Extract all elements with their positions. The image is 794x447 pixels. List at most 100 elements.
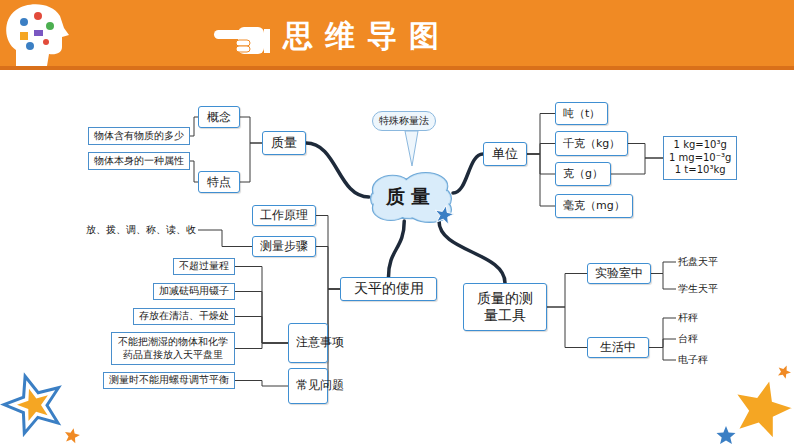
branch-line bbox=[547, 307, 587, 348]
star-shape bbox=[65, 428, 80, 443]
topic-box: 测量步骤 bbox=[252, 236, 316, 257]
node-text: 1 t=10³kg bbox=[675, 164, 726, 177]
node-text: 质量 bbox=[386, 185, 436, 209]
branch-line bbox=[190, 161, 198, 182]
head-dot bbox=[43, 39, 49, 45]
topic-box: 注意事项 bbox=[288, 323, 328, 363]
branch-line bbox=[328, 289, 340, 386]
branch-line bbox=[547, 274, 587, 308]
node-text: 单位 bbox=[492, 146, 518, 162]
topic-box: 生活中 bbox=[587, 337, 649, 358]
node-text: 工作原理 bbox=[260, 208, 308, 223]
tool-text: 电子秤 bbox=[676, 352, 710, 368]
branch-line bbox=[651, 262, 676, 274]
head-dot bbox=[34, 12, 42, 20]
branch-line bbox=[198, 230, 252, 247]
node-text: 毫克（mg） bbox=[563, 199, 625, 213]
node-text: 杆秤 bbox=[678, 312, 698, 325]
topic-box: 工作原理 bbox=[252, 205, 316, 226]
branch-line bbox=[240, 117, 262, 143]
branch-line bbox=[240, 143, 262, 182]
node-text: 电子秤 bbox=[678, 354, 708, 367]
unit-box: 克（g） bbox=[555, 162, 611, 186]
main-branch bbox=[439, 221, 505, 283]
topic-box: 实验室中 bbox=[587, 263, 651, 284]
node-text: 学生天平 bbox=[678, 283, 718, 296]
star-shape bbox=[717, 426, 736, 444]
node-text: 存放在清洁、干燥处 bbox=[139, 310, 229, 323]
unit-box: 毫克（mg） bbox=[555, 194, 633, 218]
node-text: 物体本身的一种属性 bbox=[94, 155, 184, 168]
node-text: 1 mg=10⁻³g bbox=[669, 152, 731, 165]
topic-box: 质量的测量工具 bbox=[463, 283, 547, 331]
node-text: 生活中 bbox=[600, 340, 636, 355]
branch-line bbox=[649, 318, 676, 348]
node-text: 特点 bbox=[207, 175, 231, 190]
branch-line bbox=[328, 289, 340, 343]
branch-line bbox=[649, 348, 676, 361]
node-text: 台秤 bbox=[678, 333, 698, 346]
branch-line bbox=[235, 317, 288, 344]
node-text: 天平的使用 bbox=[354, 280, 424, 298]
node-text: 克（g） bbox=[563, 167, 603, 181]
topic-box: 天平的使用 bbox=[340, 277, 437, 301]
header-band bbox=[0, 0, 794, 70]
note-box: 物体含有物质的多少 bbox=[88, 127, 190, 145]
callout-bubble: 特殊称量法 bbox=[372, 111, 436, 131]
header-edge bbox=[0, 66, 794, 70]
node-text: 吨（t） bbox=[563, 107, 600, 121]
node-text: 托盘天平 bbox=[678, 256, 718, 269]
node-text: 千克（kg） bbox=[563, 137, 620, 151]
star-decoration bbox=[4, 366, 794, 445]
node-text: 概念 bbox=[207, 110, 231, 125]
node-text: 不能把潮湿的物体和化学药品直接放入天平盘里 bbox=[117, 336, 229, 361]
node-text: 质量 bbox=[271, 135, 297, 151]
branch-line bbox=[527, 144, 555, 155]
main-branch bbox=[389, 221, 405, 277]
branch-line bbox=[235, 267, 288, 344]
branch-line bbox=[316, 216, 340, 290]
unit-box: 千克（kg） bbox=[555, 131, 628, 156]
topic-box: 概念 bbox=[198, 106, 240, 128]
node-text: 注意事项 bbox=[296, 336, 320, 350]
star-shape bbox=[735, 379, 794, 440]
branch-line bbox=[316, 247, 340, 290]
note-box: 不超过量程 bbox=[173, 258, 235, 275]
star-shape bbox=[4, 376, 59, 433]
star-shape bbox=[17, 389, 48, 421]
branch-line bbox=[527, 154, 555, 174]
hand-icon bbox=[214, 27, 270, 54]
node-text: 测量时不能用螺母调节平衡 bbox=[109, 374, 229, 387]
tool-text: 学生天平 bbox=[676, 281, 720, 297]
branch-line bbox=[235, 292, 288, 344]
branch-line bbox=[527, 114, 555, 155]
branch-line bbox=[649, 339, 676, 348]
head-dot bbox=[46, 22, 54, 30]
tool-text: 托盘天平 bbox=[676, 254, 720, 270]
node-text: 加减砝码用镊子 bbox=[159, 285, 229, 298]
note-box: 存放在清洁、干燥处 bbox=[133, 308, 235, 325]
topic-box: 质量 bbox=[262, 131, 306, 155]
conversion-box: 1 kg=10³g1 mg=10⁻³g1 t=10³kg bbox=[663, 136, 737, 180]
main-branch bbox=[306, 143, 369, 197]
unit-box: 吨（t） bbox=[555, 102, 608, 125]
topic-box: 特点 bbox=[198, 171, 240, 193]
head-dot bbox=[20, 18, 28, 26]
page-title: 思维导图 bbox=[283, 16, 451, 57]
node-text: 不超过量程 bbox=[179, 260, 229, 273]
branch-line bbox=[628, 144, 663, 159]
branch-line bbox=[190, 117, 198, 136]
branch-line bbox=[651, 274, 676, 290]
node-text: 1 kg=10³g bbox=[674, 139, 727, 152]
node-text: 常见问题 bbox=[296, 379, 320, 393]
star-shape bbox=[778, 366, 791, 379]
topic-box: 单位 bbox=[483, 142, 527, 166]
branch-line bbox=[527, 154, 555, 206]
head-icon bbox=[6, 4, 69, 66]
note-box: 加减砝码用镊子 bbox=[153, 283, 235, 300]
note-box: 物体本身的一种属性 bbox=[88, 152, 190, 170]
note-box: 测量时不能用螺母调节平衡 bbox=[103, 372, 235, 389]
bubble-tail bbox=[405, 131, 418, 166]
step-text: 放、拨、调、称、读、收 bbox=[84, 222, 198, 238]
